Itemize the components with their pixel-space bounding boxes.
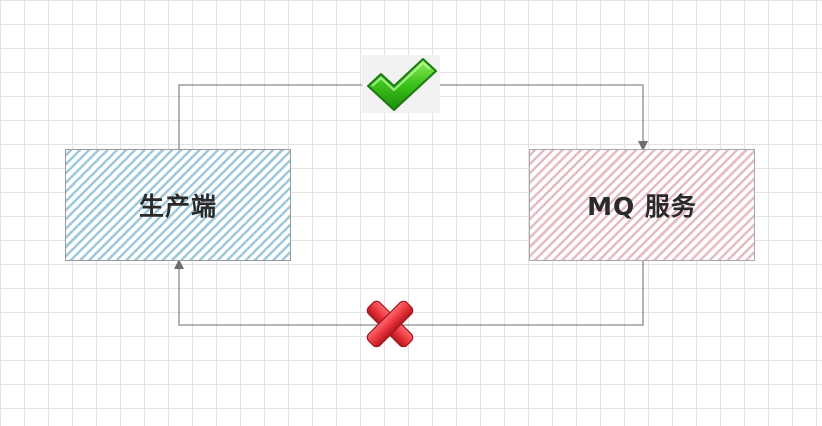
check-icon bbox=[362, 55, 440, 113]
producer-node[interactable]: 生产端 bbox=[65, 149, 291, 261]
response-connector bbox=[174, 259, 644, 326]
cross-icon bbox=[360, 296, 420, 352]
producer-label: 生产端 bbox=[138, 192, 217, 221]
mq-service-label: MQ 服务 bbox=[587, 192, 697, 221]
mq-service-node[interactable]: MQ 服务 bbox=[529, 149, 755, 261]
